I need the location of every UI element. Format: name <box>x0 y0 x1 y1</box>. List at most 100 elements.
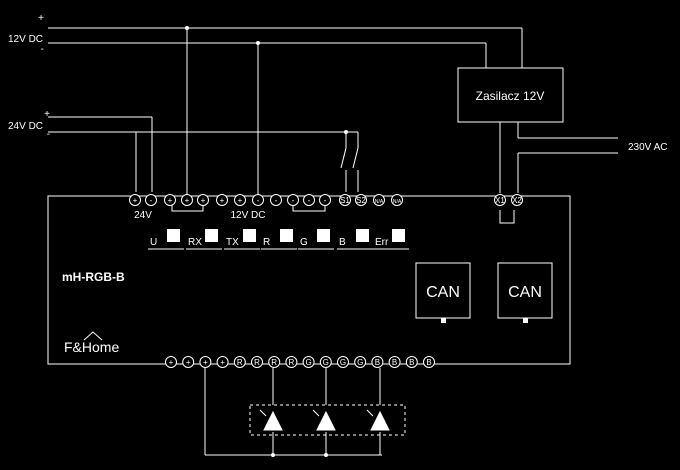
bottom-terminal-6-ring <box>268 356 281 368</box>
led-label-4: G <box>300 237 308 248</box>
top-terminal-13-ring <box>355 194 367 206</box>
v24-label: 24V DC <box>8 121 43 132</box>
top-terminal-4: + <box>201 196 206 205</box>
top-terminal-2: + <box>168 196 173 205</box>
top-terminal-10: - <box>308 196 311 205</box>
status-led-2 <box>243 229 256 242</box>
led-label-1: RX <box>188 237 202 248</box>
v12-plus-label: + <box>38 13 44 24</box>
top-terminal-14: N/A <box>375 199 384 205</box>
bottom-terminal-12-ring <box>371 356 384 368</box>
led-label-3: R <box>263 237 270 248</box>
v24-minus-label: - <box>47 129 50 140</box>
led-diodes <box>259 409 390 431</box>
mains-label: 230V AC <box>628 142 667 153</box>
bottom-terminal-3: + <box>220 358 225 367</box>
bottom-terminal-7-ring <box>285 356 298 368</box>
top-terminal-15: N/A <box>393 199 402 205</box>
brand-logo: F&Home <box>64 339 119 355</box>
label-24v: 24V <box>134 210 152 221</box>
led-label-5: B <box>339 237 346 248</box>
top-terminal-8-ring <box>270 194 282 206</box>
top-terminal-2-ring <box>164 194 176 206</box>
led-ray-b <box>366 409 374 417</box>
bottom-terminal-4-ring <box>233 356 246 368</box>
bottom-terminal-11-ring <box>354 356 367 368</box>
bottom-terminal-5-ring <box>251 356 263 368</box>
junction-12v-minus <box>256 41 260 45</box>
status-led-0 <box>167 229 180 242</box>
led-strip-box <box>249 404 406 436</box>
top-terminal-7: - <box>257 196 260 205</box>
status-led-4 <box>317 229 330 242</box>
top-terminal-10-ring <box>303 194 315 206</box>
led-label-2: TX <box>226 237 239 248</box>
bottom-terminal-15: B <box>426 358 431 367</box>
v24-plus-label: + <box>44 109 50 120</box>
top-terminal-7-ring <box>252 194 264 206</box>
top-terminal-5: + <box>220 196 225 205</box>
led-diode-r <box>263 410 283 431</box>
junction-led-g <box>324 453 328 457</box>
top-terminal-1: - <box>150 196 153 205</box>
module-box <box>47 195 571 365</box>
top-terminal-12-ring <box>339 194 351 206</box>
bottom-terminal-15-ring <box>423 356 435 368</box>
top-terminal-8: - <box>275 196 278 205</box>
led-label-0: U <box>150 237 157 248</box>
psu-terminal-row: X1 X2 <box>494 194 523 206</box>
bottom-terminal-14-ring <box>405 356 418 368</box>
top-terminal-11-ring <box>319 194 331 206</box>
top-terminal-3-ring <box>181 194 193 206</box>
can-label-1: CAN <box>426 284 460 301</box>
top-terminal-9-ring <box>287 194 299 206</box>
bottom-terminal-13-ring <box>388 356 401 368</box>
v12-minus-label: - <box>41 44 44 55</box>
top-terminal-15-ring <box>391 194 403 206</box>
top-terminal-14-ring <box>373 194 385 206</box>
bottom-terminal-5: R <box>254 358 260 367</box>
bottom-terminal-10-ring <box>337 356 349 368</box>
bottom-terminal-0-ring <box>165 356 177 368</box>
top-terminal-6-ring <box>234 194 246 206</box>
bottom-terminal-7: R <box>289 358 295 367</box>
status-led-6 <box>392 229 405 242</box>
bottom-terminal-2-ring <box>199 356 212 368</box>
bottom-terminal-0: + <box>169 358 174 367</box>
bottom-terminal-1-ring <box>182 356 195 368</box>
bottom-terminal-2: + <box>203 358 208 367</box>
bottom-terminal-8-ring <box>302 356 315 368</box>
label-12vdc: 12V DC <box>230 210 265 221</box>
can-port-2-notch <box>523 318 528 323</box>
bottom-terminal-9-ring <box>319 356 332 368</box>
bottom-terminal-13: B <box>392 358 397 367</box>
status-led-1 <box>205 229 218 242</box>
junction-12v-plus <box>185 26 189 30</box>
junctions <box>185 26 528 457</box>
top-terminal-13: S2 <box>356 196 366 205</box>
bottom-terminal-9: G <box>323 358 329 367</box>
bottom-terminal-12: B <box>375 358 380 367</box>
psu-terminal-0: X1 <box>495 196 505 205</box>
can-port-1-notch <box>441 318 446 323</box>
top-terminal-0: + <box>133 196 138 205</box>
psu-terminal-1: X2 <box>512 196 522 205</box>
psu-label: Zasilacz 12V <box>476 89 545 103</box>
top-terminal-3: + <box>185 196 190 205</box>
top-terminal-4-ring <box>197 194 209 206</box>
junction-led-r <box>271 453 275 457</box>
status-led-5 <box>356 229 369 242</box>
psu-box <box>457 67 564 123</box>
led-ray-g <box>312 409 320 417</box>
bottom-terminal-4: R <box>237 358 243 367</box>
led-diode-g <box>316 410 336 431</box>
top-terminal-9: - <box>292 196 295 205</box>
top-terminal-1-ring <box>145 194 157 206</box>
v12-label: 12V DC <box>8 34 43 45</box>
bottom-terminal-3-ring <box>216 356 229 368</box>
module-name: mH-RGB-B <box>62 270 125 284</box>
bottom-terminal-6: R <box>271 358 277 367</box>
led-ray-r <box>259 409 267 417</box>
